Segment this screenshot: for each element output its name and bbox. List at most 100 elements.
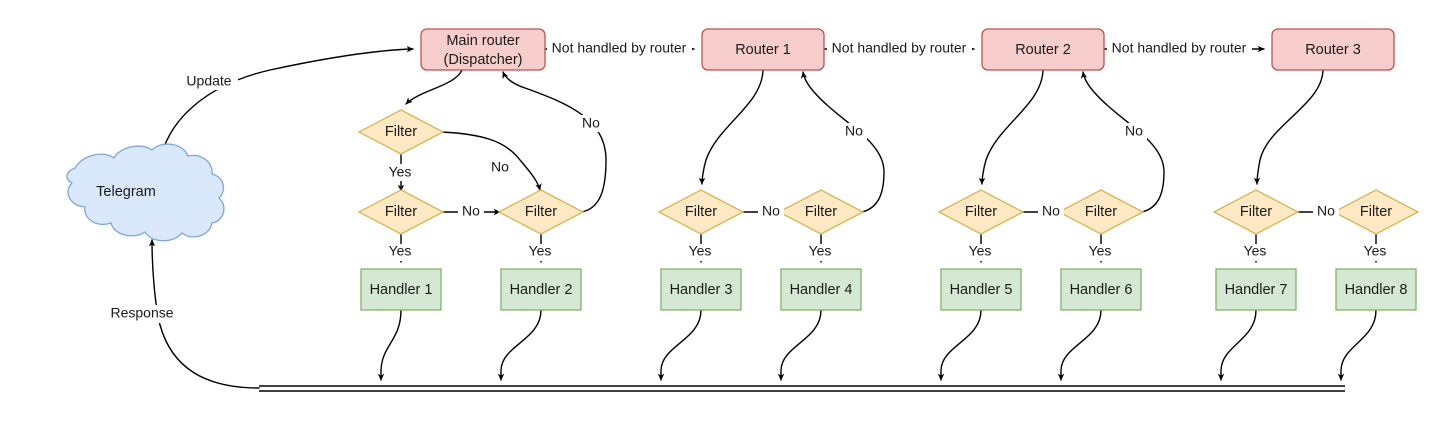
- filter-7-label: Filter: [1085, 204, 1117, 220]
- node-router-1[interactable]: Router 1: [701, 28, 825, 71]
- handler-7-box: [1215, 268, 1297, 311]
- router-3-label: Router 3: [1305, 42, 1361, 58]
- label-update: Update: [186, 73, 231, 89]
- node-handler-7[interactable]: Handler 7: [1215, 268, 1297, 311]
- label-yes-8-group: Yes: [1237, 243, 1273, 261]
- label-yes-5-halo: [802, 244, 838, 261]
- telegram-label: Telegram: [96, 184, 156, 200]
- label-yes-6-group: Yes: [962, 243, 998, 261]
- label-not-handled-3-halo: [1107, 40, 1252, 58]
- label-no-A3-halo: [578, 115, 604, 132]
- label-no-C2: No: [1125, 123, 1143, 139]
- label-no-D1: No: [1317, 203, 1335, 219]
- edge-handler1-to-bus: [377, 309, 402, 381]
- label-no-C1-group: No: [1038, 203, 1064, 221]
- handler-5-label: Handler 5: [950, 282, 1013, 298]
- node-filter-1[interactable]: Filter: [357, 109, 445, 155]
- filter-8-diamond: [1212, 189, 1300, 235]
- handler-7-label: Handler 7: [1225, 282, 1288, 298]
- node-handler-4[interactable]: Handler 4: [780, 268, 862, 311]
- label-no-A3-group: No: [578, 115, 604, 132]
- handler-6-label: Handler 6: [1070, 282, 1133, 298]
- filter-9-diamond: [1332, 189, 1420, 235]
- filter-5-diamond: [777, 189, 865, 235]
- node-router-main[interactable]: Main router (Dispatcher): [420, 28, 546, 71]
- label-no-B1-halo: [758, 204, 784, 221]
- node-filter-5[interactable]: Filter: [777, 189, 865, 235]
- node-filter-3[interactable]: Filter: [497, 189, 585, 235]
- filter-3-diamond: [497, 189, 585, 235]
- edge-filterA1-no-filterA3: [441, 131, 542, 191]
- label-not-handled-2: Not handled by router: [832, 40, 967, 56]
- handler-2-box: [500, 268, 582, 311]
- label-yes-2-group: Yes: [382, 243, 418, 261]
- node-handler-6[interactable]: Handler 6: [1060, 268, 1142, 311]
- handler-2-label: Handler 2: [510, 282, 573, 298]
- label-yes-3: Yes: [529, 243, 552, 259]
- router-1-label: Router 1: [735, 42, 791, 58]
- label-response-group: Response: [104, 305, 180, 323]
- filter-4-diamond: [657, 189, 745, 235]
- node-router-2[interactable]: Router 2: [981, 28, 1105, 71]
- label-not-handled-3: Not handled by router: [1112, 40, 1247, 56]
- label-no-A2-group: No: [458, 203, 484, 221]
- label-yes-3-halo: [522, 244, 558, 261]
- edge-router3-to-filterD1: [1253, 69, 1324, 185]
- node-router-3[interactable]: Router 3: [1271, 28, 1395, 71]
- label-yes-9-group: Yes: [1357, 243, 1393, 261]
- router-3-box: [1271, 28, 1395, 71]
- label-yes-1-group: Yes: [382, 164, 418, 181]
- label-yes-1-halo: [382, 164, 418, 181]
- node-filter-8[interactable]: Filter: [1212, 189, 1300, 235]
- node-handler-2[interactable]: Handler 2: [500, 268, 582, 311]
- label-yes-9: Yes: [1364, 243, 1387, 259]
- handler-8-label: Handler 8: [1345, 282, 1408, 298]
- edge-handler4-to-bus: [777, 309, 822, 381]
- label-yes-6-halo: [962, 244, 998, 261]
- label-response-halo: [104, 305, 180, 323]
- label-yes-3-group: Yes: [522, 243, 558, 261]
- label-no-A3: No: [582, 115, 600, 131]
- node-handler-1[interactable]: Handler 1: [360, 268, 442, 311]
- router-main-label-line1: Main router: [446, 33, 520, 49]
- handler-5-box: [940, 268, 1022, 311]
- label-yes-7-group: Yes: [1082, 243, 1118, 261]
- node-filter-2[interactable]: Filter: [357, 189, 445, 235]
- label-yes-9-halo: [1357, 244, 1393, 261]
- handler-1-label: Handler 1: [370, 282, 433, 298]
- node-telegram-cloud[interactable]: Telegram: [66, 143, 225, 242]
- label-yes-7: Yes: [1089, 243, 1112, 259]
- handler-4-box: [780, 268, 862, 311]
- label-yes-4-group: Yes: [682, 243, 718, 261]
- handler-6-box: [1060, 268, 1142, 311]
- label-no-A2-halo: [458, 204, 484, 221]
- node-handler-3[interactable]: Handler 3: [660, 268, 742, 311]
- label-no-D1-halo: [1313, 204, 1339, 221]
- node-filter-9[interactable]: Filter: [1332, 189, 1420, 235]
- label-yes-4: Yes: [689, 243, 712, 259]
- edge-handler2-to-bus: [497, 309, 542, 381]
- node-handler-5[interactable]: Handler 5: [940, 268, 1022, 311]
- handler-1-box: [360, 268, 442, 311]
- node-filter-4[interactable]: Filter: [657, 189, 745, 235]
- label-yes-8: Yes: [1244, 243, 1267, 259]
- edge-filterB2-no-router1: [800, 71, 885, 213]
- node-filter-7[interactable]: Filter: [1057, 189, 1145, 235]
- label-no-D1-group: No: [1313, 203, 1339, 221]
- label-yes-7-halo: [1082, 244, 1118, 261]
- label-yes-5: Yes: [809, 243, 832, 259]
- nodes-layer: Telegram Main router (Dispatcher) Router…: [66, 28, 1420, 311]
- router-main-box: [420, 28, 546, 71]
- filter-8-label: Filter: [1240, 204, 1272, 220]
- label-no-B1-group: No: [758, 203, 784, 221]
- filter-6-label: Filter: [965, 204, 997, 220]
- edge-handler5-to-bus: [937, 309, 982, 381]
- label-no-B2: No: [845, 123, 863, 139]
- label-no-C2-group: No: [1121, 123, 1147, 140]
- edge-response-to-telegram: [148, 239, 260, 389]
- node-handler-8[interactable]: Handler 8: [1335, 268, 1417, 311]
- router-1-box: [701, 28, 825, 71]
- router-2-label: Router 2: [1015, 42, 1071, 58]
- node-filter-6[interactable]: Filter: [937, 189, 1025, 235]
- edge-labels-layer: Update Response Not handled by router No…: [104, 40, 1393, 323]
